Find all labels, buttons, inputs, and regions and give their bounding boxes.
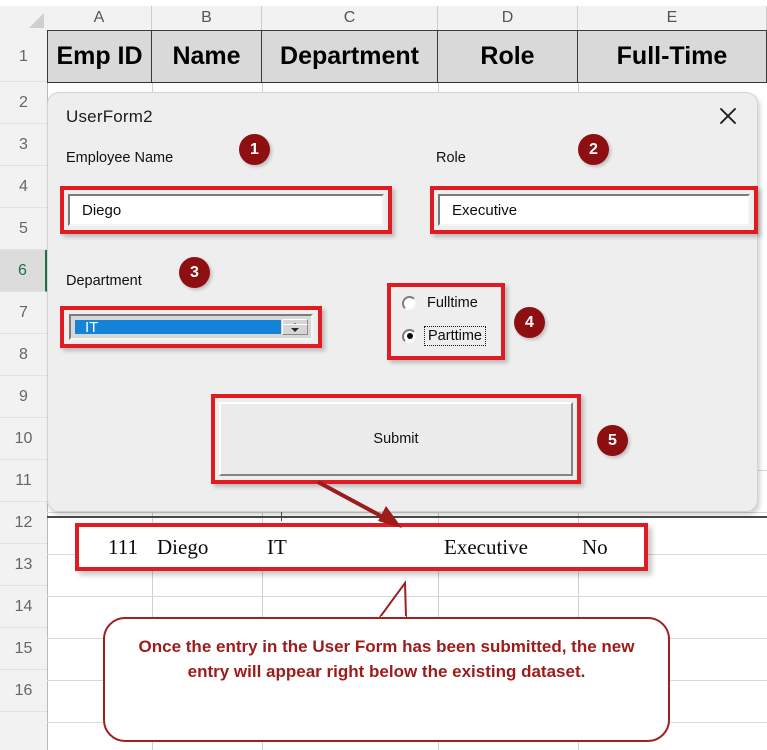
row-header-2[interactable]: 2 [0,82,47,124]
row-header-14[interactable]: 14 [0,586,47,628]
department-selected-value[interactable]: IT [75,319,281,336]
annotation-badge-3: 3 [179,257,210,288]
row-header-9[interactable]: 9 [0,376,47,418]
department-highlight [60,306,322,348]
radio-option-parttime[interactable]: Parttime [402,326,486,346]
column-header-e[interactable]: E [578,6,767,30]
callout-bubble: Once the entry in the User Form has been… [103,617,670,742]
table-header-row: Emp ID Name Department Role Full-Time [47,31,767,83]
radio-indicator-parttime[interactable] [402,328,417,344]
submit-button[interactable]: Submit [219,402,573,476]
radio-label-fulltime: Fulltime [427,295,478,311]
select-all-corner[interactable] [0,6,48,31]
column-header-a[interactable]: A [47,6,152,30]
row-header-13[interactable]: 13 [0,544,47,586]
annotation-badge-4: 4 [514,307,545,338]
table-header-full-time: Full-Time [578,31,767,82]
row-header-3[interactable]: 3 [0,124,47,166]
table-header-name: Name [152,31,262,82]
callout-text: Once the entry in the User Form has been… [138,637,635,681]
role-highlight [430,186,758,234]
new-entry-department: IT [267,535,287,559]
new-entry-role: Executive [444,535,528,559]
radio-option-fulltime[interactable]: Fulltime [402,294,481,312]
row-header-7[interactable]: 7 [0,292,47,334]
employee-name-label: Employee Name [66,150,174,166]
row-header-1[interactable]: 1 [0,31,47,82]
department-spin-control[interactable]: IT [69,314,313,340]
row-header-5[interactable]: 5 [0,208,47,250]
new-entry-row: 111 Diego IT Executive No [75,523,648,571]
row-header-16[interactable]: 16 [0,670,47,712]
employee-name-input[interactable]: Diego [68,194,384,226]
row-header-8[interactable]: 8 [0,334,47,376]
table-header-role: Role [438,31,578,82]
employee-name-highlight [60,186,392,234]
department-label: Department [66,273,142,289]
column-header-c[interactable]: C [262,6,438,30]
annotation-badge-2: 2 [578,134,609,165]
department-spin-buttons[interactable] [282,319,308,335]
header-top-rule [47,30,767,31]
new-entry-emp-id: 111 [108,535,138,559]
userform-title: UserForm2 [66,107,153,126]
column-header-d[interactable]: D [438,6,578,30]
radio-indicator-fulltime[interactable] [402,295,417,311]
role-input[interactable]: Executive [438,194,750,226]
grid-tick [281,512,282,521]
employment-type-highlight [387,283,505,360]
annotation-badge-1: 1 [239,134,270,165]
submit-highlight [211,394,581,484]
row-header-15[interactable]: 15 [0,628,47,670]
row-header-4[interactable]: 4 [0,166,47,208]
annotation-badge-5: 5 [597,425,628,456]
row-header-6[interactable]: 6 [0,250,47,292]
spin-down-arrow-icon[interactable] [282,324,308,335]
row-header-10[interactable]: 10 [0,418,47,460]
dataset-bottom-rule [47,516,767,518]
new-entry-full-time: No [582,535,608,559]
userform-dialog: UserForm2 Employee Name Role Department … [47,92,758,512]
new-entry-name: Diego [157,535,209,559]
row-header-11[interactable]: 11 [0,460,47,502]
employment-type-group: Fulltime Parttime [395,291,497,352]
table-header-department: Department [262,31,438,82]
column-header-b[interactable]: B [152,6,262,30]
close-x-icon[interactable] [715,103,741,129]
table-header-emp-id: Emp ID [47,31,152,82]
radio-label-parttime: Parttime [424,326,486,346]
row-header-12[interactable]: 12 [0,502,47,544]
role-label: Role [436,150,466,166]
